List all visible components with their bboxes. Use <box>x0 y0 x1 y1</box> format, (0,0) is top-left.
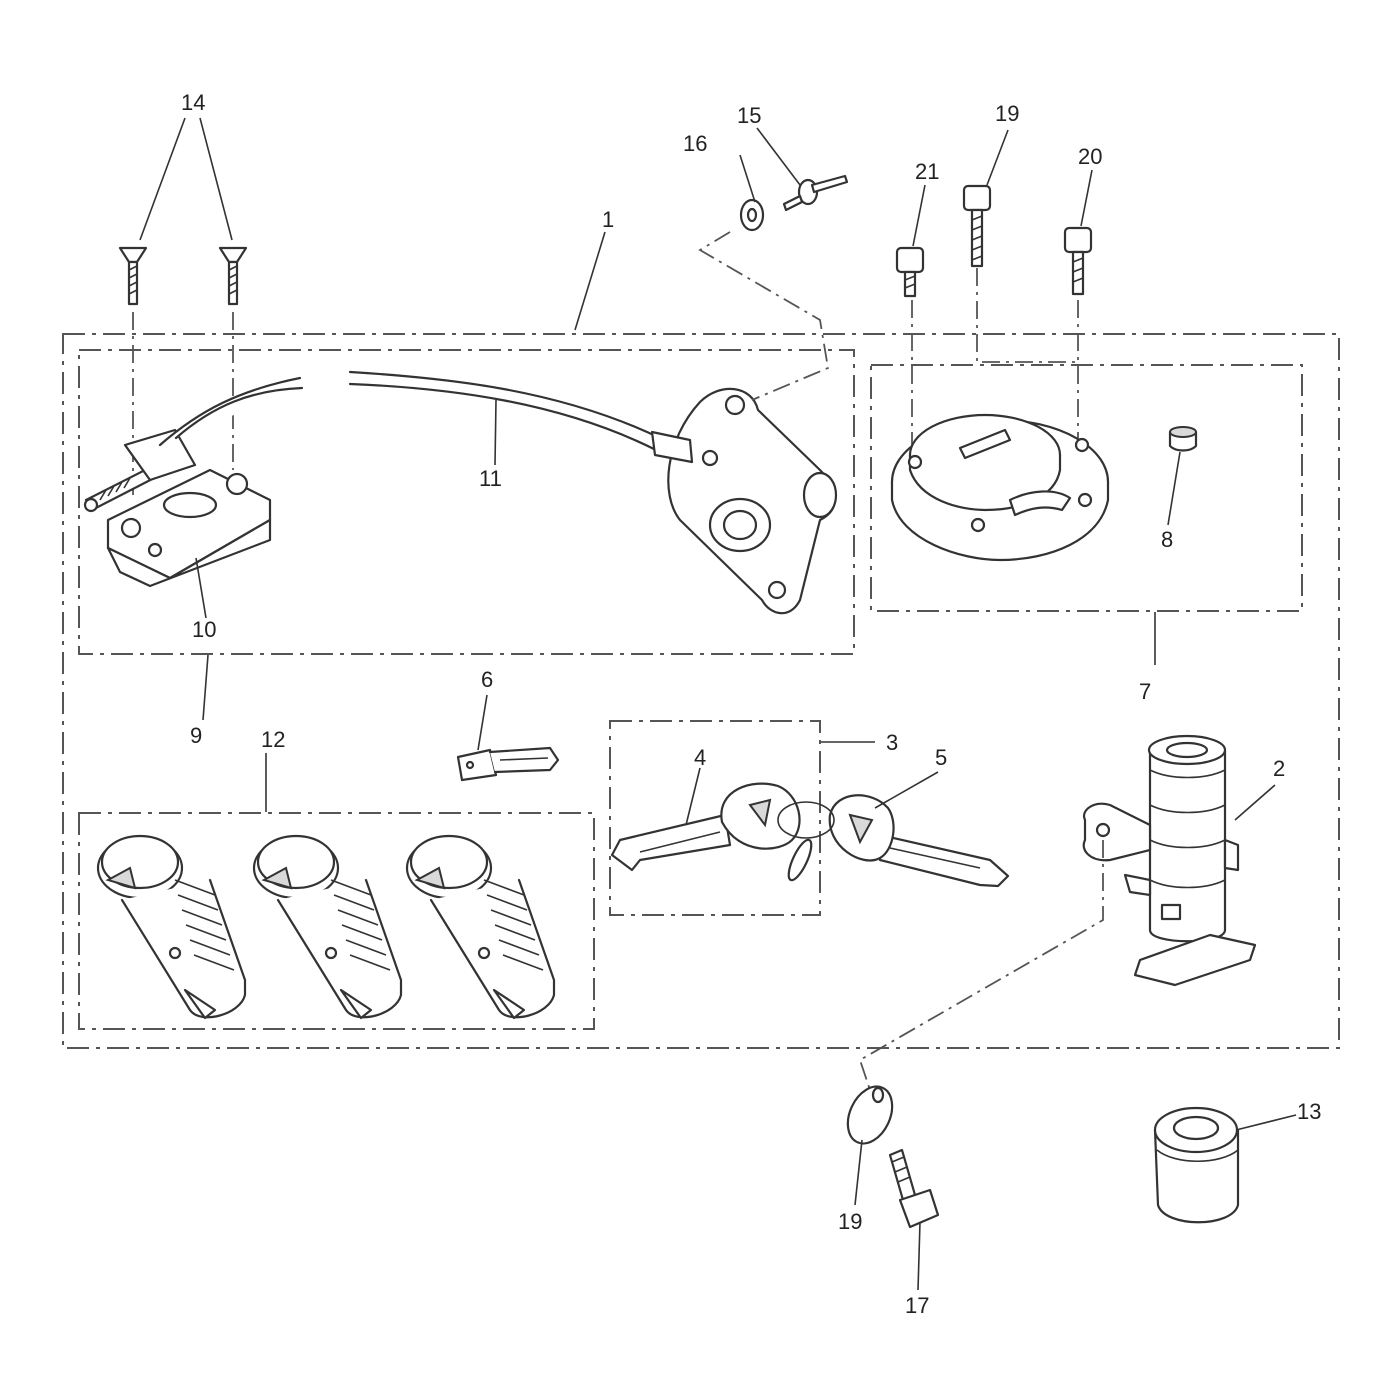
assembly-outline-lock-barrels <box>78 812 595 1030</box>
callout-7: 7 <box>1139 679 1151 704</box>
lock-barrel-2 <box>252 834 403 1020</box>
callout-3: 3 <box>886 730 898 755</box>
key-5 <box>828 794 1010 888</box>
fuel-cap-screw-guide-lines <box>911 268 1079 450</box>
callout-17: 17 <box>905 1293 929 1318</box>
lock-barrel-3 <box>405 834 556 1020</box>
release-cable <box>158 370 662 452</box>
assembly-outline-seat-lock <box>78 349 855 655</box>
seat-lock-mechanism <box>83 428 272 588</box>
callout-19-bottom: 19 <box>838 1209 862 1234</box>
callout-14: 14 <box>181 90 205 115</box>
washer-16 <box>739 198 765 232</box>
callout-21: 21 <box>915 159 939 184</box>
callout-9: 9 <box>190 723 202 748</box>
screw-14-right <box>218 246 248 306</box>
callout-10: 10 <box>192 617 216 642</box>
callout-11: 11 <box>479 466 502 491</box>
assembly-outline-fuel-cap <box>870 364 1303 612</box>
key-ring <box>777 801 835 882</box>
callout-8: 8 <box>1161 527 1173 552</box>
callout-15: 15 <box>737 103 761 128</box>
callout-4: 4 <box>694 745 706 770</box>
screw-14-guide-lines <box>132 312 234 500</box>
grommet-guide-line <box>698 231 830 401</box>
grommet-8 <box>1168 426 1198 452</box>
callout-5: 5 <box>935 745 947 770</box>
blank-key-6 <box>456 746 560 782</box>
callout-2: 2 <box>1273 756 1285 781</box>
cover-sleeve-13 <box>1153 1106 1240 1224</box>
ignition-switch-2 <box>1082 734 1257 987</box>
screw-21 <box>895 246 925 298</box>
bolt-17 <box>888 1148 940 1229</box>
cap-washer-19 <box>846 1085 894 1145</box>
screw-20 <box>1063 226 1093 296</box>
lock-barrel-1 <box>96 834 247 1020</box>
fuel-cap-assembly <box>890 413 1110 562</box>
callout-16: 16 <box>683 131 707 156</box>
grommet-15 <box>782 174 849 212</box>
callout-13: 13 <box>1297 1099 1321 1124</box>
assembly-outline-main <box>62 333 1340 1049</box>
leader-lines <box>139 117 1297 1291</box>
callout-19-top: 19 <box>995 101 1019 126</box>
callout-1: 1 <box>602 207 614 232</box>
screw-14-left <box>118 246 148 306</box>
callout-6: 6 <box>481 667 493 692</box>
cable-lock-body <box>650 387 838 615</box>
key-4 <box>610 782 801 872</box>
callout-20: 20 <box>1078 144 1102 169</box>
ignition-guide-line <box>858 840 1104 1091</box>
assembly-outline-keys <box>609 720 821 916</box>
callout-12: 12 <box>261 727 285 752</box>
screw-19-top <box>962 184 992 268</box>
